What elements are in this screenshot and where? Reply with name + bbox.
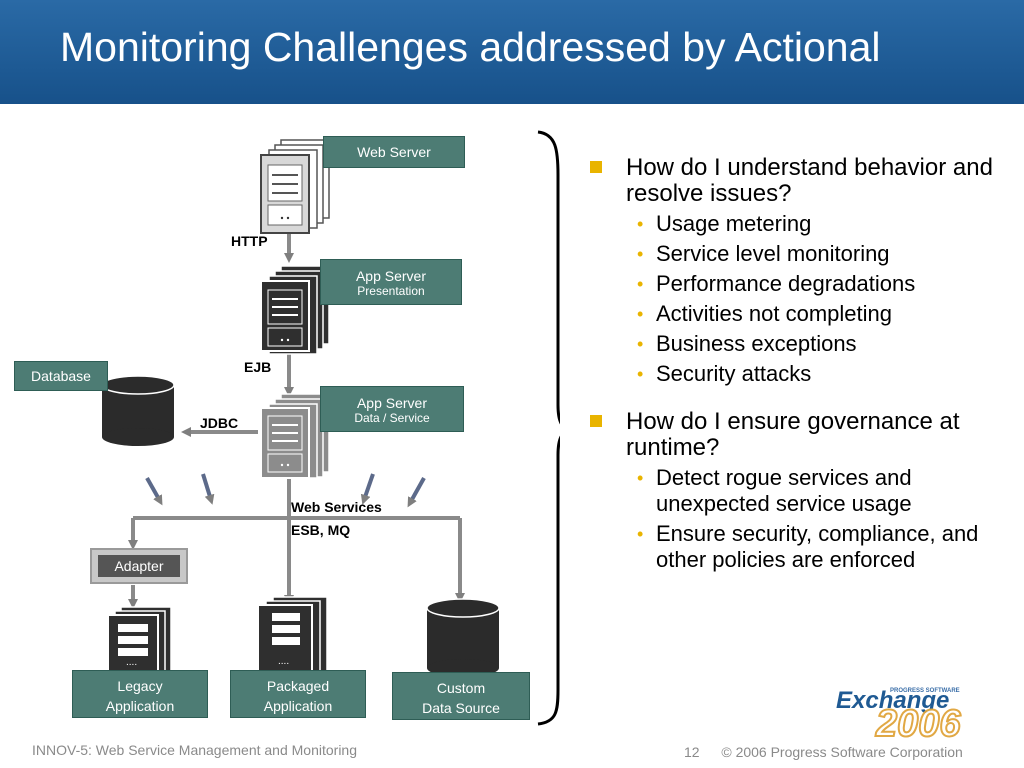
- legacy-line1: Legacy: [117, 678, 163, 694]
- http-label: HTTP: [231, 233, 268, 249]
- database-icon: [101, 375, 175, 446]
- architecture-diagram: .... ....: [101, 130, 560, 726]
- bullet-q2: How do I ensure governance at runtime?: [588, 409, 1018, 461]
- app-server-data-label: App Server Data / Service: [320, 386, 464, 432]
- legacy-application-label: Legacy Application: [72, 670, 208, 718]
- q2-item-text: Detect rogue services and unexpected ser…: [656, 465, 912, 516]
- copyright: © 2006 Progress Software Corporation: [721, 744, 963, 760]
- exchange-2006-logo: PROGRESS SOFTWARE Exchange 2006: [836, 687, 962, 740]
- web-server-label: Web Server: [323, 136, 465, 168]
- svg-text:....: ....: [126, 657, 137, 668]
- svg-text:....: ....: [278, 656, 289, 667]
- q1-item: • Service level monitoring: [588, 241, 1018, 267]
- legacy-line2: Application: [105, 698, 175, 714]
- square-bullet-icon: [590, 161, 602, 173]
- bullet-q1: How do I understand behavior and resolve…: [588, 155, 1018, 207]
- dot-bullet-icon: •: [637, 334, 644, 354]
- svg-text:2006: 2006: [875, 703, 961, 740]
- custom-line1: Custom: [436, 680, 486, 696]
- page-number: 12: [684, 744, 700, 760]
- web-server-icon: [260, 139, 330, 234]
- adapter-label: Adapter: [98, 555, 180, 577]
- ejb-label: EJB: [244, 359, 272, 375]
- dot-bullet-icon: •: [637, 364, 644, 384]
- q2-item-text: Ensure security, compliance, and other p…: [656, 521, 979, 572]
- app-server-data-sub: Data / Service: [354, 411, 430, 425]
- footer-right: 12 © 2006 Progress Software Corporation: [684, 744, 963, 760]
- q1-item: • Activities not completing: [588, 301, 1018, 327]
- title-bar: Monitoring Challenges addressed by Actio…: [0, 0, 1024, 104]
- q1-item-text: Business exceptions: [656, 331, 857, 356]
- dot-bullet-icon: •: [637, 304, 644, 324]
- slide-title: Monitoring Challenges addressed by Actio…: [60, 24, 881, 70]
- database-label: Database: [14, 361, 108, 391]
- app-server-presentation-sub: Presentation: [357, 284, 425, 298]
- dot-bullet-icon: •: [637, 468, 644, 488]
- grouping-brace: [537, 130, 560, 726]
- q1-item: • Performance degradations: [588, 271, 1018, 297]
- q1-item-text: Activities not completing: [656, 301, 892, 326]
- app-server-presentation-label: App Server Presentation: [320, 259, 462, 305]
- bullet-list: How do I understand behavior and resolve…: [588, 155, 1018, 577]
- packaged-application-label: Packaged Application: [230, 670, 366, 718]
- app-server-data-icon: [260, 393, 330, 479]
- q1-item-text: Performance degradations: [656, 271, 916, 296]
- app-server-presentation-icon: [260, 265, 330, 355]
- svg-text:Exchange: Exchange: [836, 687, 949, 714]
- bullet-q2-text: How do I ensure governance at runtime?: [626, 408, 960, 461]
- dot-bullet-icon: •: [637, 274, 644, 294]
- app-server-data-title: App Server: [356, 395, 428, 411]
- jdbc-label: JDBC: [200, 415, 239, 431]
- q1-item: • Security attacks: [588, 361, 1018, 387]
- legacy-application-icon: ....: [107, 606, 172, 676]
- web-services-label: Web Services: [291, 499, 382, 515]
- q2-item: • Ensure security, compliance, and other …: [588, 521, 1018, 573]
- custom-data-source-label: Custom Data Source: [392, 672, 530, 720]
- esb-mq-label: ESB, MQ: [291, 522, 351, 538]
- packaged-application-icon: ....: [257, 596, 328, 678]
- dot-bullet-icon: •: [637, 214, 644, 234]
- square-bullet-icon: [590, 415, 602, 427]
- q1-item-text: Usage metering: [656, 211, 812, 236]
- custom-data-source-icon: [426, 598, 500, 677]
- footer-left: INNOV-5: Web Service Management and Moni…: [32, 742, 358, 758]
- custom-line2: Data Source: [422, 700, 500, 716]
- packaged-line2: Application: [263, 698, 333, 714]
- bullet-q1-text: How do I understand behavior and resolve…: [626, 154, 993, 207]
- adapter-frame: Adapter: [90, 548, 188, 584]
- q1-item-text: Security attacks: [656, 361, 812, 386]
- q1-item: • Usage metering: [588, 211, 1018, 237]
- q1-item: • Business exceptions: [588, 331, 1018, 357]
- packaged-line1: Packaged: [266, 678, 330, 694]
- q2-item: • Detect rogue services and unexpected se…: [588, 465, 1018, 517]
- svg-text:PROGRESS SOFTWARE: PROGRESS SOFTWARE: [890, 688, 960, 694]
- q1-item-text: Service level monitoring: [656, 241, 890, 266]
- dot-bullet-icon: •: [637, 244, 644, 264]
- dot-bullet-icon: •: [637, 524, 644, 544]
- app-server-presentation-title: App Server: [355, 268, 427, 284]
